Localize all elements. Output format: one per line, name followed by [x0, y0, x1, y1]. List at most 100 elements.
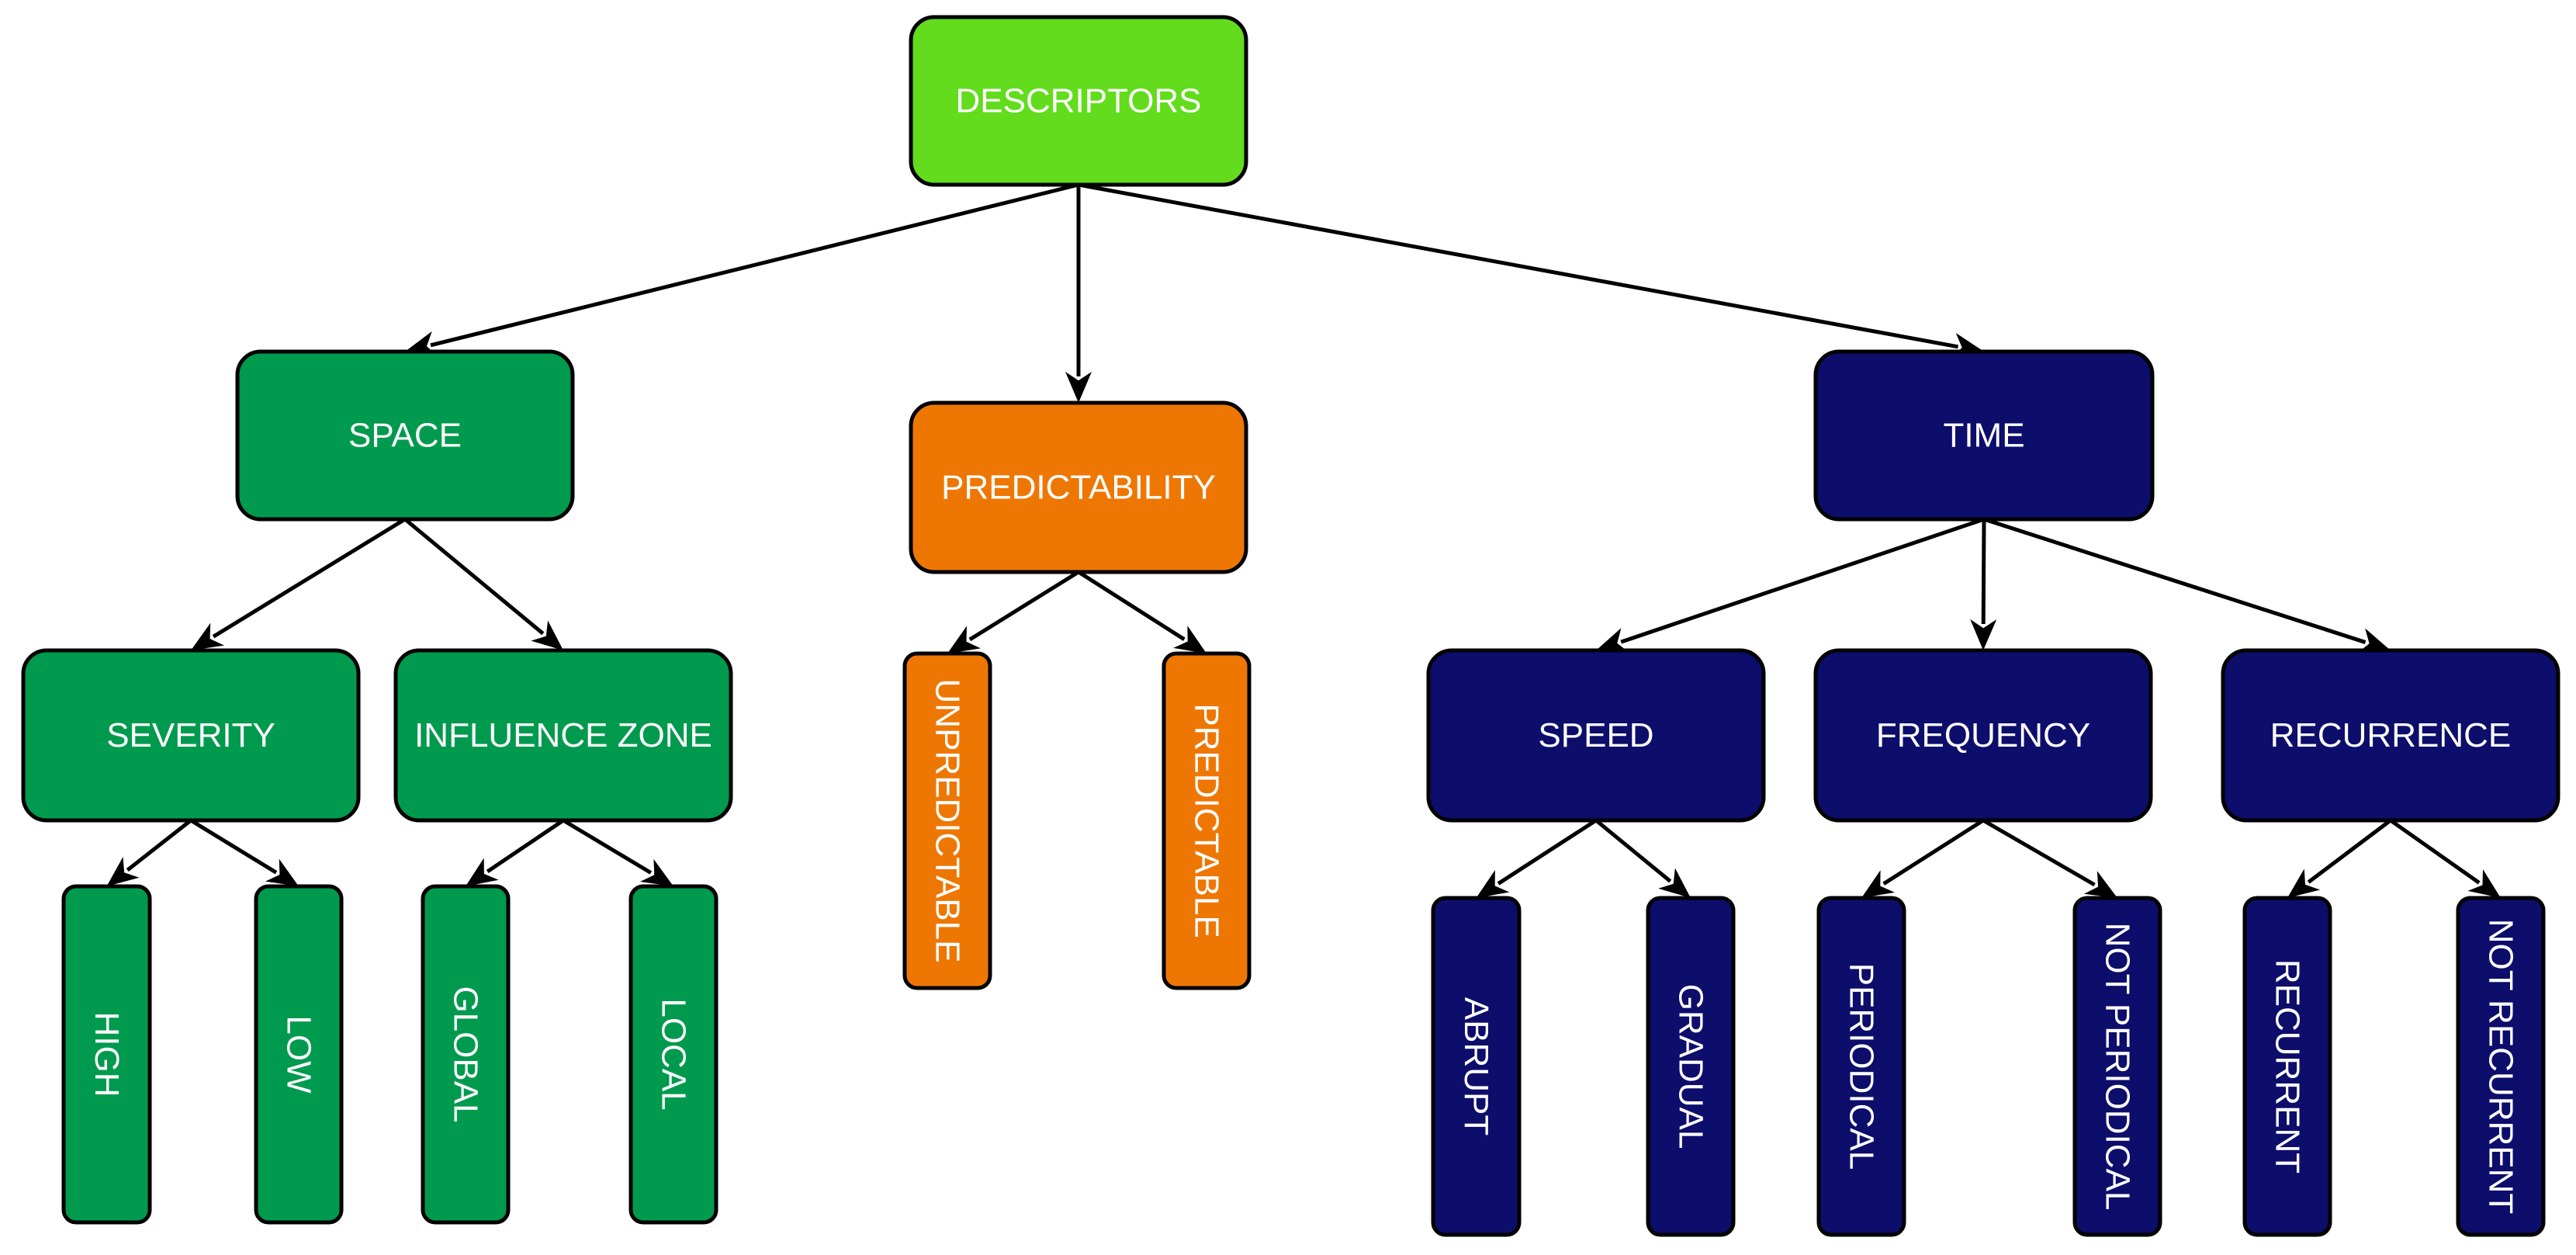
node-label-speed: SPEED: [1538, 716, 1653, 754]
arrowhead-icon: [1173, 626, 1207, 654]
node-box: [235, 349, 575, 522]
node-box: [1813, 648, 2153, 823]
node-space: SPACE: [235, 349, 575, 522]
node-recurrence: RECURRENCE: [2221, 648, 2560, 823]
node-box: [2072, 896, 2162, 1237]
connector-line: [403, 518, 545, 636]
node-label-frequency: FREQUENCY: [1876, 716, 2090, 754]
node-descriptors: DESCRIPTORS: [909, 15, 1248, 187]
arrowhead-icon: [639, 858, 673, 886]
connector-line: [1982, 818, 2096, 887]
node-label-low: LOW: [280, 1015, 318, 1094]
edge-predictability-to-unpredictable: [947, 570, 1080, 654]
node-box: [628, 884, 718, 1225]
edge-severity-to-low: [189, 818, 299, 886]
node-local: LOCAL: [628, 884, 718, 1225]
arrowhead-icon: [1596, 628, 1630, 654]
edge-speed-to-abrupt: [1476, 818, 1598, 898]
node-low: LOW: [254, 884, 344, 1225]
edge-descriptors-to-predictability: [1065, 185, 1092, 403]
arrowhead-icon: [1658, 868, 1691, 898]
arrowhead-icon: [947, 626, 981, 654]
arrowhead-icon: [1970, 619, 1997, 650]
node-predictability: PREDICTABILITY: [909, 400, 1248, 574]
node-box: [1426, 648, 1766, 823]
node-label-not-recurrent: NOT RECURRENT: [2482, 919, 2520, 1215]
edge-influence-zone-to-local: [562, 818, 673, 886]
connector-line: [1882, 818, 1985, 886]
node-label-space: SPACE: [348, 417, 462, 455]
node-box: [254, 884, 344, 1225]
connector-line: [1981, 518, 1986, 625]
edge-descriptors-to-time: [1078, 182, 1984, 359]
arrowhead-icon: [2287, 868, 2321, 898]
connector-line: [1620, 517, 1985, 644]
node-label-abrupt: ABRUPT: [1457, 997, 1495, 1135]
node-label-recurrent: RECURRENT: [2269, 959, 2307, 1174]
arrowhead-icon: [106, 856, 140, 886]
edge-time-to-speed: [1596, 517, 1985, 654]
node-label-descriptors: DESCRIPTORS: [955, 82, 1201, 120]
edge-frequency-to-periodical: [1861, 818, 1985, 898]
arrowhead-icon: [466, 858, 499, 886]
node-box: [1431, 896, 1522, 1237]
node-not-periodical: NOT PERIODICAL: [2072, 896, 2162, 1237]
connector-line: [212, 517, 407, 639]
arrowhead-icon: [2083, 871, 2117, 898]
node-box: [21, 648, 361, 823]
connector-line: [1078, 182, 1959, 349]
node-not-recurrent: NOT RECURRENT: [2456, 896, 2546, 1237]
node-box: [909, 15, 1248, 187]
edge-predictability-to-predictable: [1077, 570, 1207, 654]
node-unpredictable: UNPREDICTABLE: [902, 651, 992, 990]
node-label-unpredictable: UNPREDICTABLE: [929, 679, 967, 963]
edge-severity-to-high: [106, 819, 192, 886]
node-label-high: HIGH: [88, 1012, 126, 1097]
edge-speed-to-gradual: [1594, 819, 1691, 898]
connector-line: [1594, 819, 1672, 883]
node-label-predictable: PREDICTABLE: [1188, 703, 1226, 938]
connector-line: [1077, 570, 1186, 641]
arrowhead-icon: [2356, 628, 2391, 654]
node-label-time: TIME: [1943, 417, 2024, 455]
edge-influence-zone-to-global: [466, 818, 565, 886]
arrowhead-icon: [1476, 869, 1510, 898]
node-speed: SPEED: [1426, 648, 1766, 823]
node-global: GLOBAL: [421, 884, 511, 1225]
arrowhead-icon: [531, 620, 563, 650]
arrowhead-icon: [191, 622, 224, 650]
node-box: [2221, 648, 2560, 823]
edges-layer: [106, 182, 2501, 898]
node-label-recurrence: RECURRENCE: [2270, 716, 2511, 754]
edge-recurrence-to-not-recurrent: [2389, 818, 2501, 898]
edge-space-to-severity: [191, 517, 407, 650]
node-box: [393, 648, 733, 823]
node-box: [1646, 896, 1736, 1237]
node-box: [421, 884, 511, 1225]
node-abrupt: ABRUPT: [1431, 896, 1522, 1237]
arrowhead-icon: [2467, 869, 2501, 898]
edge-descriptors-to-space: [405, 182, 1079, 357]
node-label-local: LOCAL: [655, 998, 693, 1110]
node-periodical: PERIODICAL: [1816, 896, 1906, 1237]
arrowhead-icon: [1861, 870, 1895, 898]
connector-line: [430, 182, 1079, 348]
node-high: HIGH: [61, 884, 152, 1225]
node-frequency: FREQUENCY: [1813, 648, 2153, 823]
edge-time-to-frequency: [1970, 518, 1997, 650]
node-box: [61, 884, 152, 1225]
node-label-gradual: GRADUAL: [1672, 984, 1710, 1149]
node-label-not-periodical: NOT PERIODICAL: [2099, 923, 2137, 1211]
node-time: TIME: [1813, 349, 2155, 522]
edge-frequency-to-not-periodical: [1982, 818, 2117, 898]
node-box: [1816, 896, 1906, 1237]
node-box: [902, 651, 992, 990]
node-label-influence-zone: INFLUENCE ZONE: [414, 716, 712, 754]
node-severity: SEVERITY: [21, 648, 361, 823]
connector-line: [1497, 818, 1598, 886]
edge-time-to-recurrence: [1983, 517, 2391, 654]
node-influence-zone: INFLUENCE ZONE: [393, 648, 733, 823]
connector-line: [486, 818, 565, 874]
connector-line: [1983, 517, 2367, 644]
node-box: [1813, 349, 2155, 522]
